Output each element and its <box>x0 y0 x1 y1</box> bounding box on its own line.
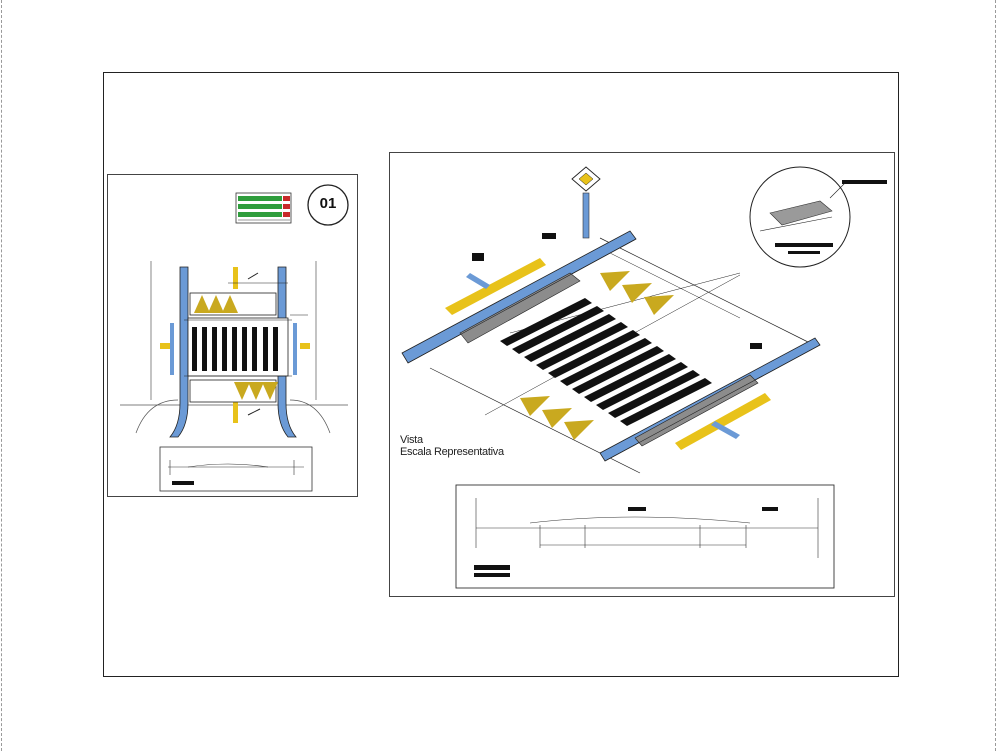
legend-table <box>235 192 292 224</box>
view-caption-scale: Escala Representativa <box>400 446 504 458</box>
detail-callout-circle-icon <box>749 166 887 268</box>
drawing-frame <box>103 72 899 677</box>
sheet-edge-left <box>1 0 2 751</box>
plan-view-panel: 01 <box>107 174 358 497</box>
isometric-view-panel <box>389 152 895 597</box>
street-lamp-icon <box>571 166 601 239</box>
sheet-number-badge: 01 <box>319 195 337 212</box>
isometric-view-drawing <box>401 166 887 589</box>
plan-view-drawing <box>120 184 349 492</box>
sheet-number-circle-icon <box>307 184 349 226</box>
sheet-edge-right <box>995 0 996 751</box>
view-caption: Vista Escala Representativa <box>400 434 504 458</box>
view-caption-title: Vista <box>400 434 423 446</box>
